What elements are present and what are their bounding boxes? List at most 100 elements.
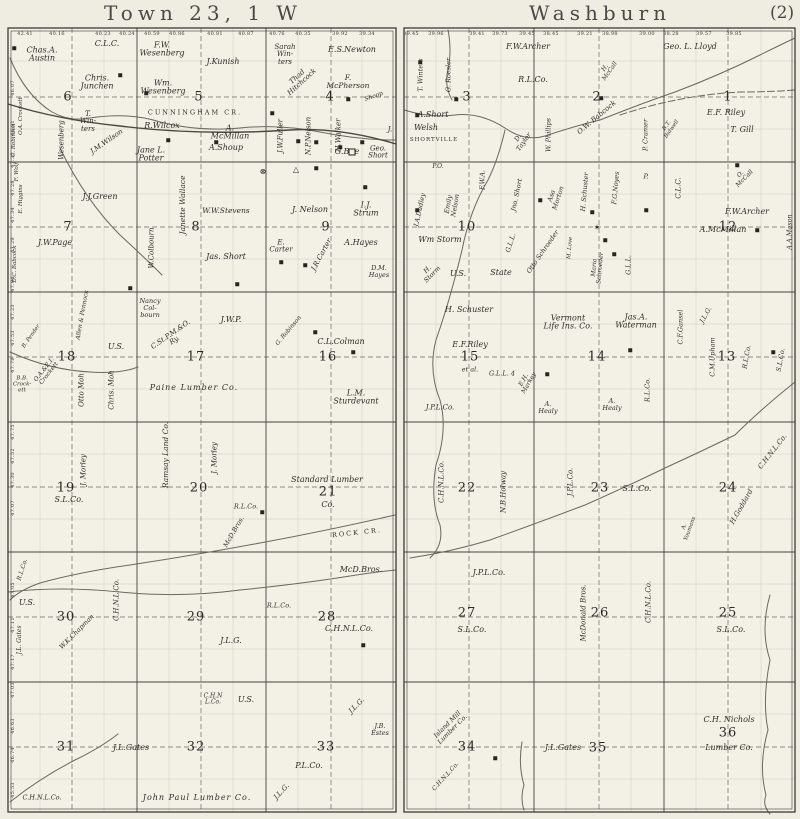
acreage-value: 42.41 <box>17 31 33 37</box>
house-marker-icon <box>493 756 497 760</box>
acreage-value: 39.45 <box>519 31 535 37</box>
acreage-value: 39.96 <box>428 31 444 37</box>
acreage-value: 47.07 <box>10 500 16 516</box>
house-marker-icon <box>415 208 419 212</box>
acreage-value: 39.21 <box>577 31 593 37</box>
section-number: 27 <box>457 605 477 621</box>
house-marker-icon <box>603 238 607 242</box>
section-number: 17 <box>186 349 206 365</box>
acreage-value: 39.00 <box>639 31 655 37</box>
section-number: 21 <box>318 484 338 500</box>
section-number: 23 <box>590 480 610 496</box>
acreage-value: 47.11 <box>10 617 16 633</box>
section-number: 10 <box>457 219 477 235</box>
section-number: 26 <box>590 605 610 621</box>
acreage-value: 47.53 <box>10 330 16 346</box>
section-number: 1 <box>723 89 733 105</box>
page-title-right: Washburn <box>528 1 672 25</box>
page-number: (2) <box>770 3 795 23</box>
acreage-value: 39.41 <box>469 31 485 37</box>
acreage-value: 47.75 <box>10 424 16 440</box>
section-number: 2 <box>592 89 602 105</box>
acreage-value: 45.53 <box>10 782 16 798</box>
acreage-value: 46.63 <box>10 718 16 734</box>
acreage-value: 47.03 <box>10 682 16 698</box>
house-marker-icon <box>144 91 148 95</box>
house-marker-icon <box>590 210 594 214</box>
acreage-value: 38.98 <box>602 31 618 37</box>
acreage-value: 47.17 <box>10 654 16 670</box>
acreage-value: 40.16 <box>49 31 65 37</box>
section-number: 31 <box>56 739 76 755</box>
acreage-value: 38.28 <box>663 31 679 37</box>
acreage-value: 39.45 <box>403 31 419 37</box>
section-number: 18 <box>57 349 77 365</box>
house-marker-icon <box>128 286 132 290</box>
acreage-value: 47.34 <box>10 207 16 223</box>
house-marker-icon <box>538 198 542 202</box>
section-number: 4 <box>325 89 335 105</box>
section-number: 20 <box>189 480 209 496</box>
building-marker-icon <box>348 148 356 156</box>
acreage-value: 47.29 <box>10 237 16 253</box>
acreage-value: 40.86 <box>169 31 185 37</box>
section-number: 6 <box>63 89 73 105</box>
section-number: 13 <box>717 349 737 365</box>
section-number: 5 <box>194 89 204 105</box>
section-number: 25 <box>718 605 738 621</box>
section-number: 29 <box>186 609 206 625</box>
house-marker-icon <box>303 263 307 267</box>
section-number: 28 <box>317 609 337 625</box>
house-marker-icon <box>363 185 367 189</box>
house-marker-icon <box>628 348 632 352</box>
section-number: 3 <box>462 89 472 105</box>
section-number: 35 <box>588 740 608 756</box>
acreage-value: 39.73 <box>492 31 508 37</box>
acreage-value: 47.52 <box>10 448 16 464</box>
house-marker-icon <box>361 643 365 647</box>
section-number: 24 <box>718 480 738 496</box>
house-marker-icon <box>415 113 419 117</box>
acreage-value: 47.04 <box>10 276 16 292</box>
house-marker-icon <box>644 208 648 212</box>
house-marker-icon <box>338 145 342 149</box>
acreage-value: 40.59 <box>144 31 160 37</box>
house-marker-icon <box>735 163 739 167</box>
house-marker-icon <box>351 350 355 354</box>
section-number: 8 <box>191 219 201 235</box>
house-marker-icon <box>454 97 458 101</box>
page-title-left: Town 23, 1 W <box>104 1 302 25</box>
acreage-value: 38.45 <box>543 31 559 37</box>
house-marker-icon <box>260 510 264 514</box>
house-marker-icon <box>118 73 122 77</box>
section-number: 19 <box>56 480 76 496</box>
acreage-value: 46.74 <box>10 747 16 763</box>
acreage-value: 40.35 <box>295 31 311 37</box>
house-marker-icon <box>279 260 283 264</box>
house-marker-icon <box>214 140 218 144</box>
house-marker-icon <box>755 228 759 232</box>
section-number: 36 <box>718 725 738 741</box>
section-number: 33 <box>316 739 336 755</box>
triangle-marker-icon: △ <box>292 165 300 174</box>
house-marker-icon <box>235 282 239 286</box>
section-number: 22 <box>457 480 477 496</box>
house-marker-icon <box>314 166 318 170</box>
acreage-value: 40.81 <box>207 31 223 37</box>
acreage-value: 47.35 <box>10 152 16 168</box>
house-marker-icon <box>314 140 318 144</box>
house-marker-icon <box>599 96 603 100</box>
section-number: 30 <box>56 609 76 625</box>
house-marker-icon <box>771 350 775 354</box>
acreage-value: 39.57 <box>696 31 712 37</box>
house-marker-icon <box>360 140 364 144</box>
house-marker-icon <box>612 252 616 256</box>
acreage-value: 47.30 <box>10 472 16 488</box>
section-number: 15 <box>460 349 480 365</box>
acreage-value: 40.24 <box>119 31 135 37</box>
acreage-value: 46.07 <box>10 80 16 96</box>
acreage-value: 46.81 <box>10 120 16 136</box>
house-marker-icon <box>12 46 16 50</box>
